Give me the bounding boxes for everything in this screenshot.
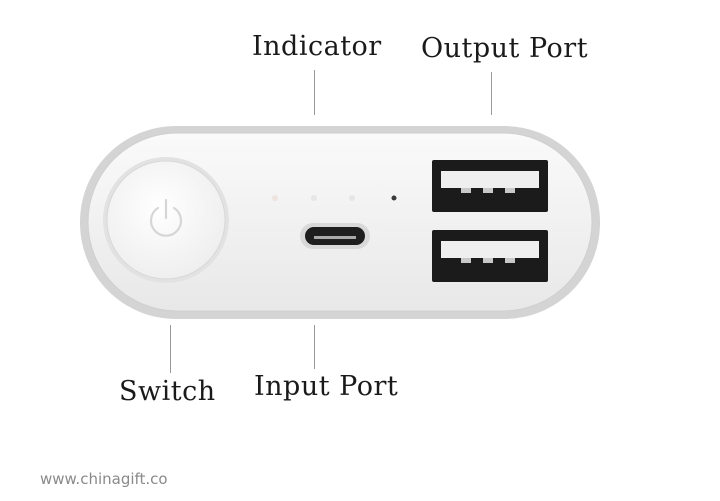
- indicator-lights: [272, 195, 397, 201]
- usb-a-port-top: [432, 160, 548, 212]
- input-port-leader-line: [314, 325, 315, 369]
- switch-button[interactable]: [103, 157, 229, 283]
- output-port-label: Output Port: [421, 33, 589, 64]
- indicator-led: [311, 195, 317, 201]
- indicator-led: [391, 195, 397, 201]
- indicator-leader-line: [314, 70, 315, 115]
- indicator-label: Indicator: [252, 31, 382, 62]
- indicator-led: [272, 195, 278, 201]
- input-port-label: Input Port: [254, 371, 399, 402]
- output-port-leader-line: [491, 72, 492, 115]
- micro-usb-port: [300, 223, 370, 249]
- usb-a-port-bottom: [432, 230, 548, 282]
- watermark-text: www.chinagift.co: [40, 470, 168, 488]
- power-icon: [149, 198, 183, 237]
- switch-leader-line: [170, 325, 171, 373]
- switch-label: Switch: [119, 376, 216, 407]
- indicator-led: [349, 195, 355, 201]
